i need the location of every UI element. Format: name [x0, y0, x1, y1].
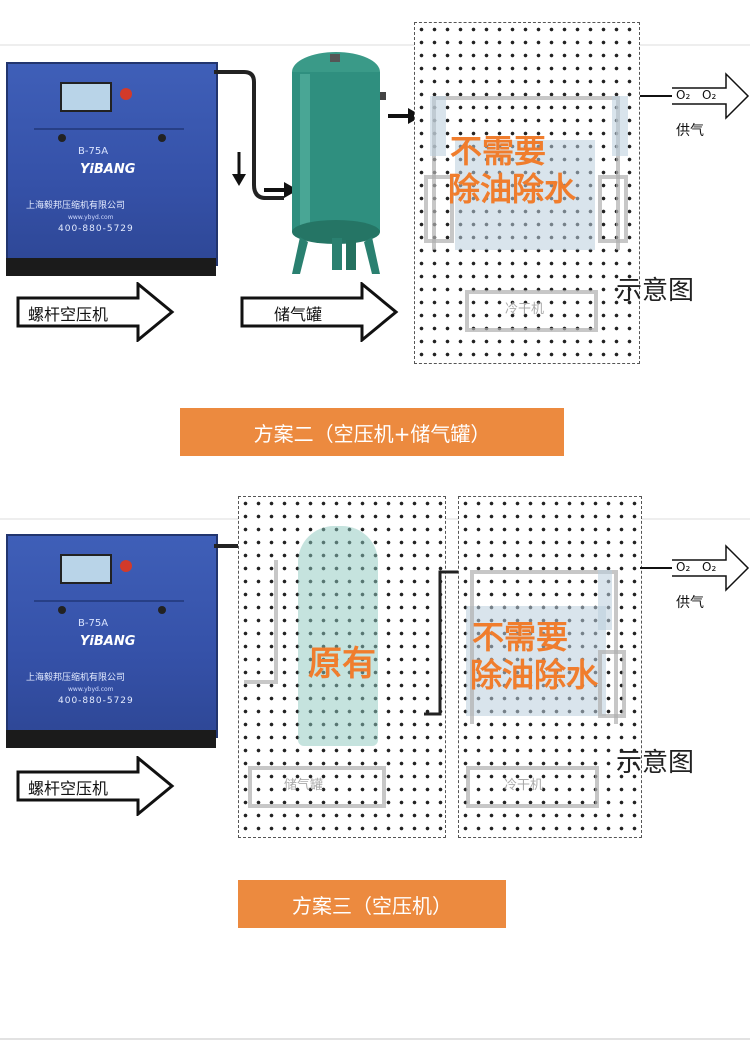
- air-supply-output: O₂ O₂ 供气: [640, 542, 750, 617]
- top-divider: [0, 44, 750, 46]
- no-oil-water-removal-text: 不需要 除油除水: [470, 618, 599, 695]
- air-storage-tank: [292, 52, 386, 274]
- diagram-caption: 示意图: [616, 276, 695, 306]
- compressor-label-text: 螺杆空压机: [28, 779, 109, 798]
- tank-arrow-label: 储气罐: [240, 282, 400, 342]
- compressor-arrow-label: 螺杆空压机: [16, 282, 176, 342]
- faded-dryer-body: [455, 140, 595, 250]
- compressor-website: www.ybyd.com: [68, 214, 114, 221]
- oxygen-label-a: O₂: [676, 88, 691, 102]
- compressor-brand: YiBANG: [80, 162, 136, 177]
- no-oil-water-removal-text: 不需要 除油除水: [448, 132, 577, 209]
- supply-label: 供气: [676, 123, 704, 139]
- flow-down-arrow-icon: [232, 152, 246, 186]
- compressor-label-text: 螺杆空压机: [28, 305, 109, 324]
- existing-tank-text: 原有: [308, 644, 376, 684]
- scheme-two-banner: 方案二（空压机+储气罐）: [180, 408, 564, 456]
- oxygen-label-a: O₂: [676, 560, 691, 574]
- faded-tank-label: 储气罐: [284, 778, 324, 793]
- faded-dryer-piping: [432, 96, 620, 250]
- faded-dryer-body: [466, 606, 606, 716]
- control-panel: [60, 554, 112, 584]
- oxygen-label-b: O₂: [702, 560, 717, 574]
- connector-pipe: [424, 570, 458, 716]
- supply-label: 供气: [676, 595, 704, 611]
- air-pipe: [214, 544, 240, 548]
- diagram-caption: 示意图: [616, 748, 695, 778]
- air-pipe: [214, 70, 284, 200]
- faded-dryer-piping: [470, 570, 618, 724]
- faded-dryer-label: 冷干机: [504, 778, 544, 793]
- screw-compressor: B-75A YiBANG 上海毅邦压缩机有限公司 www.ybyd.com 40…: [6, 534, 218, 738]
- screw-compressor: B-75A YiBANG 上海毅邦压缩机有限公司 www.ybyd.com 40…: [6, 62, 218, 266]
- control-panel: [60, 82, 112, 112]
- compressor-base: [6, 730, 216, 748]
- air-supply-output: O₂ O₂ 供气: [640, 70, 750, 145]
- faded-dryer-arrow: [466, 766, 599, 808]
- compressor-arrow-label: 螺杆空压机: [16, 756, 176, 816]
- scheme-three-banner: 方案三（空压机）: [238, 880, 506, 928]
- emergency-stop-button-icon: [120, 88, 132, 100]
- tank-label-text: 储气罐: [274, 305, 323, 324]
- compressor-website: www.ybyd.com: [68, 686, 114, 693]
- oxygen-label-b: O₂: [702, 88, 717, 102]
- compressor-company: 上海毅邦压缩机有限公司: [26, 201, 126, 211]
- emergency-stop-button-icon: [120, 560, 132, 572]
- faded-tank: [298, 526, 378, 746]
- faded-tank-arrow: [248, 766, 386, 808]
- compressor-model: B-75A: [78, 618, 109, 629]
- compressor-model: B-75A: [78, 146, 109, 157]
- faded-dryer-label: 冷干机: [505, 302, 545, 317]
- bottom-divider: [0, 1038, 750, 1040]
- scheme-three-diagram: B-75A YiBANG 上海毅邦压缩机有限公司 www.ybyd.com 40…: [0, 480, 750, 960]
- compressor-company: 上海毅邦压缩机有限公司: [26, 673, 126, 683]
- scheme-two-diagram: B-75A YiBANG 上海毅邦压缩机有限公司 www.ybyd.com 40…: [0, 0, 750, 470]
- compressor-phone: 400-880-5729: [58, 696, 134, 706]
- compressor-brand: YiBANG: [80, 634, 136, 649]
- faded-dryer-arrow: [465, 290, 598, 332]
- compressor-phone: 400-880-5729: [58, 224, 134, 234]
- compressor-base: [6, 258, 216, 276]
- flow-right-arrow-icon: [264, 182, 298, 198]
